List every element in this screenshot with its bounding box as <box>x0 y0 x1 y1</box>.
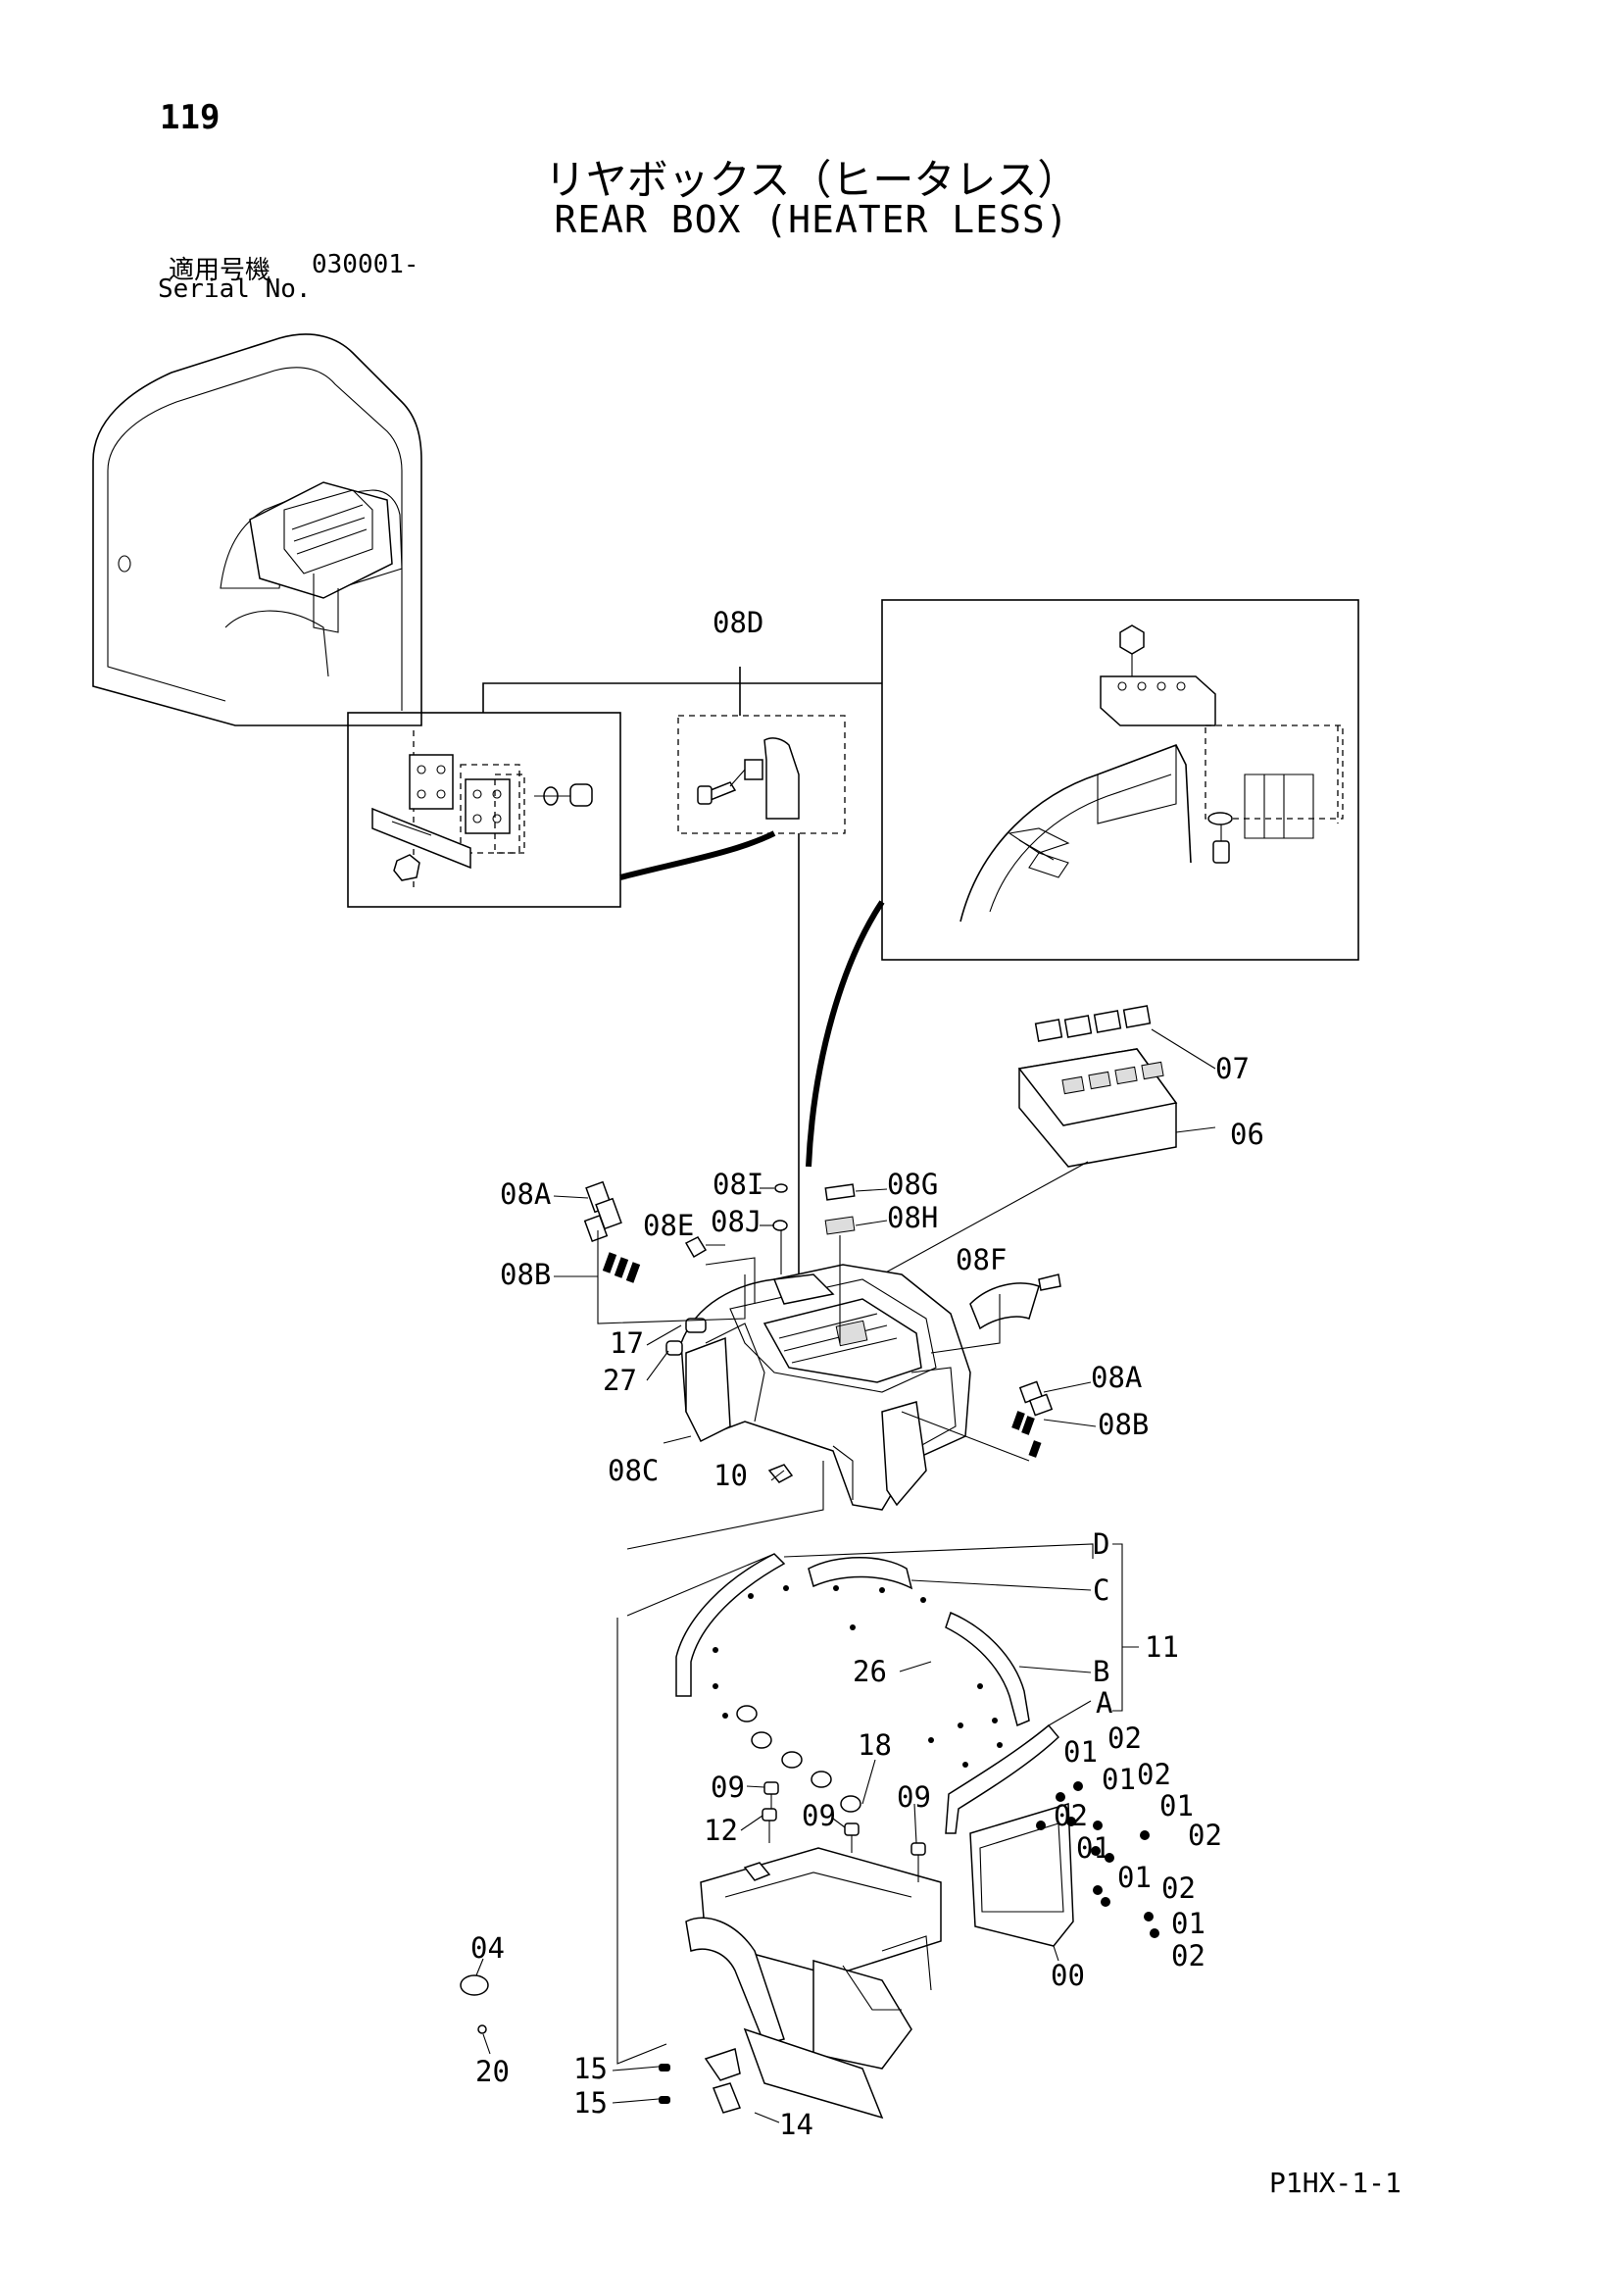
callout-08b-right: 08B <box>1098 1408 1149 1441</box>
serial-label-japanese: 適用号機 <box>169 256 271 285</box>
callout-02a: 02 <box>1107 1722 1142 1755</box>
cab-overview <box>92 333 422 726</box>
detail-box-left <box>347 712 621 908</box>
callout-06: 06 <box>1230 1118 1264 1151</box>
title-japanese: リヤボックス（ヒータレス） <box>544 156 1079 204</box>
callout-b: B <box>1093 1655 1109 1688</box>
serial-label-english: Serial No. <box>158 275 312 304</box>
callout-08g: 08G <box>887 1168 938 1201</box>
callout-08j: 08J <box>711 1205 762 1238</box>
callout-c: C <box>1093 1573 1109 1607</box>
callout-01b: 01 <box>1102 1763 1136 1796</box>
title-english: REAR BOX (HEATER LESS) <box>554 198 1069 241</box>
rear-box-body <box>680 1264 971 1511</box>
callout-01d: 01 <box>1076 1831 1110 1865</box>
leader-lines <box>553 1187 1097 1550</box>
callout-08a-right: 08A <box>1091 1361 1142 1394</box>
callout-08c: 08C <box>608 1454 659 1487</box>
callout-10: 10 <box>713 1459 748 1492</box>
duct-06-07 <box>881 1005 1216 1275</box>
callout-08f: 08F <box>956 1243 1007 1276</box>
callout-18: 18 <box>858 1728 892 1762</box>
callout-15b: 15 <box>573 2086 608 2120</box>
callout-08b-left: 08B <box>500 1258 551 1291</box>
callout-11: 11 <box>1145 1630 1179 1664</box>
callout-d: D <box>1093 1527 1109 1561</box>
callout-08e: 08E <box>643 1209 694 1242</box>
callout-01c: 01 <box>1159 1789 1194 1822</box>
callout-01e: 01 <box>1117 1861 1152 1894</box>
callout-01f: 01 <box>1171 1907 1205 1940</box>
callout-04: 04 <box>470 1931 505 1965</box>
callout-08h: 08H <box>887 1201 938 1234</box>
callout-labels: 08D 07 06 08I 08G 08J 08H 08A 08E 08B 08… <box>470 606 1264 2141</box>
callout-20: 20 <box>475 2055 510 2088</box>
bolts-01-02 <box>1036 1781 1159 1938</box>
bottom-frame <box>460 1759 1159 2123</box>
callout-a: A <box>1096 1686 1112 1720</box>
bolts-09-12 <box>762 1781 926 1882</box>
callout-15a: 15 <box>573 2052 608 2085</box>
callout-02c: 02 <box>1054 1799 1088 1832</box>
callout-02e: 02 <box>1161 1872 1196 1905</box>
callout-02f: 02 <box>1171 1939 1205 1972</box>
callout-09b: 09 <box>802 1799 836 1832</box>
callout-02d: 02 <box>1188 1819 1222 1852</box>
small-parts <box>583 1180 1061 1483</box>
callout-08a-left: 08A <box>500 1177 551 1211</box>
callout-08i: 08I <box>713 1168 763 1201</box>
connector-lines <box>482 667 885 1274</box>
callout-17: 17 <box>610 1326 644 1360</box>
detail-box-right <box>881 599 1359 961</box>
frame-moldings <box>616 1543 1139 2065</box>
detail-box-08d <box>677 715 846 834</box>
callout-08d: 08D <box>713 606 763 639</box>
callout-14: 14 <box>779 2108 813 2141</box>
callout-00: 00 <box>1051 1959 1085 1992</box>
callout-26: 26 <box>853 1655 887 1688</box>
callout-27: 27 <box>603 1364 637 1397</box>
page-number: 119 <box>160 98 221 137</box>
figure-code: P1HX-1-1 <box>1269 2167 1402 2199</box>
callout-09c: 09 <box>897 1780 931 1814</box>
callout-09a: 09 <box>711 1771 745 1804</box>
callout-01a: 01 <box>1063 1735 1098 1769</box>
callout-02b: 02 <box>1137 1758 1171 1791</box>
serial-code: 030001- <box>312 250 419 279</box>
callout-07: 07 <box>1215 1052 1250 1085</box>
callout-12: 12 <box>704 1814 738 1847</box>
